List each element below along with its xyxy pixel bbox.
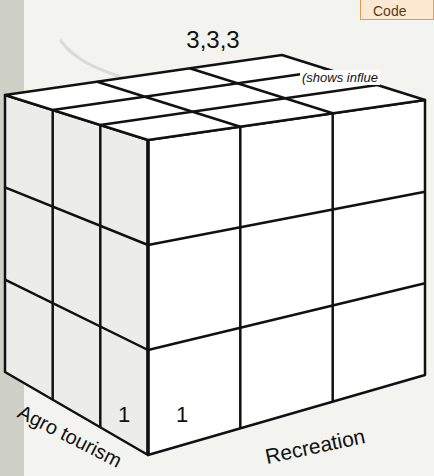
note-text: (shows influe	[300, 70, 380, 85]
callout-number: 1	[176, 404, 188, 426]
axis-label: Recreation	[263, 425, 367, 467]
callout-number: 1	[118, 404, 130, 426]
axis-label: 3,3,3	[186, 28, 239, 52]
box-text: Code	[373, 3, 423, 19]
code-box: Code	[360, 0, 434, 20]
